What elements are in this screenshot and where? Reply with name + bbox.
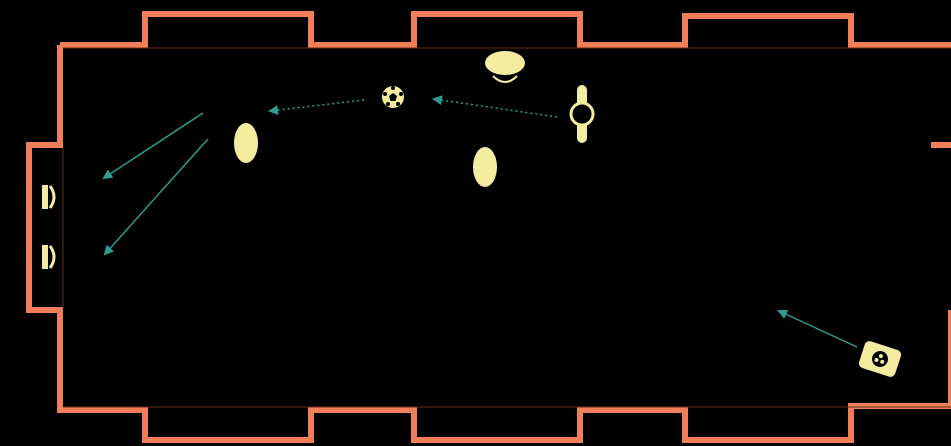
player-ellipse-icon	[473, 147, 497, 187]
mushroom-cone-icon	[485, 51, 525, 83]
mini-goal-icon	[42, 245, 56, 269]
run-arrow	[777, 309, 858, 348]
shot-arrow	[103, 138, 209, 256]
pass-arrow	[432, 95, 558, 118]
ball-crate-icon	[858, 341, 902, 377]
shot-arrow	[102, 112, 204, 180]
rebounder-icon	[569, 85, 595, 143]
mini-goal-icon	[42, 185, 56, 209]
player-ellipse-icon	[234, 123, 258, 163]
pass-arrow	[268, 99, 365, 116]
field-boundary	[26, 11, 951, 443]
soccer-ball-icon	[382, 86, 404, 108]
